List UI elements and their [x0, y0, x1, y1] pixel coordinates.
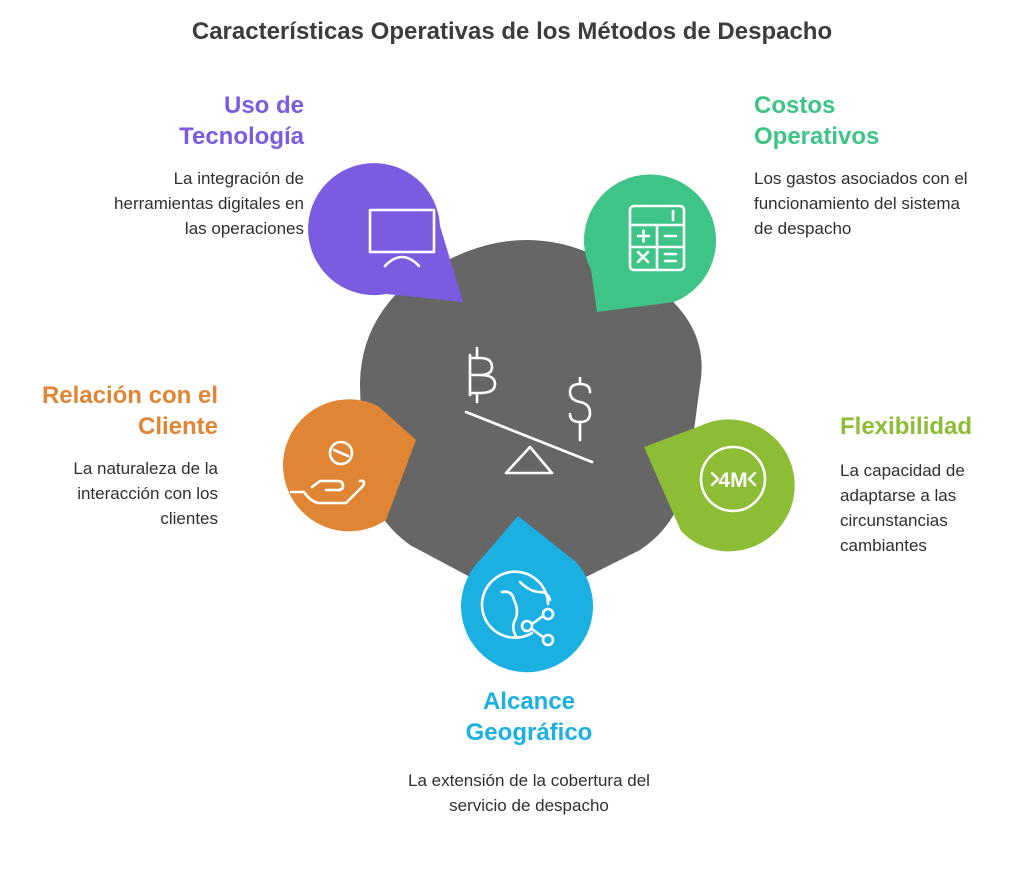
- alcance-block: Alcance Geográfico La extensión de la co…: [404, 686, 654, 818]
- tecnologia-description: La integración de herramientas digitales…: [114, 169, 304, 238]
- costos-title: Costos Operativos: [754, 92, 880, 150]
- tecnologia-title: Uso de Tecnología: [179, 92, 304, 150]
- calculator-icon: [628, 204, 686, 272]
- flexibilidad-icon-text: 4M: [718, 469, 747, 492]
- alcance-title: Alcance Geográfico: [465, 688, 593, 746]
- globe-network-icon: [480, 570, 555, 647]
- monitor-icon: [368, 208, 436, 268]
- adjust-width-icon: 4M: [699, 445, 767, 513]
- tecnologia-drop: [308, 163, 463, 302]
- alcance-description: La extensión de la cobertura del servici…: [408, 771, 650, 815]
- relacion-block: Relación con el Cliente La naturaleza de…: [10, 380, 218, 531]
- diagram-title: Características Operativas de los Método…: [191, 18, 833, 45]
- relacion-description: La naturaleza de la interacción con los …: [73, 459, 218, 528]
- alcance-drop: [461, 516, 594, 673]
- center-pentagon: [360, 240, 702, 595]
- balance-scale-currency-icon: [464, 346, 594, 475]
- relacion-drop: [283, 399, 416, 532]
- costos-description: Los gastos asociados con el funcionamien…: [754, 169, 968, 238]
- costos-drop: [584, 174, 717, 312]
- relacion-title: Relación con el Cliente: [41, 382, 218, 440]
- costos-block: Costos Operativos Los gastos asociados c…: [754, 90, 974, 241]
- flexibilidad-description: La capacidad de adaptarse a las circunst…: [840, 461, 965, 555]
- flexibilidad-drop: [644, 419, 795, 552]
- flexibilidad-block: Flexibilidad La capacidad de adaptarse a…: [840, 411, 1000, 558]
- tecnologia-block: Uso de Tecnología La integración de herr…: [40, 90, 304, 241]
- flexibilidad-title: Flexibilidad: [840, 413, 973, 440]
- hand-coin-icon: [289, 440, 366, 505]
